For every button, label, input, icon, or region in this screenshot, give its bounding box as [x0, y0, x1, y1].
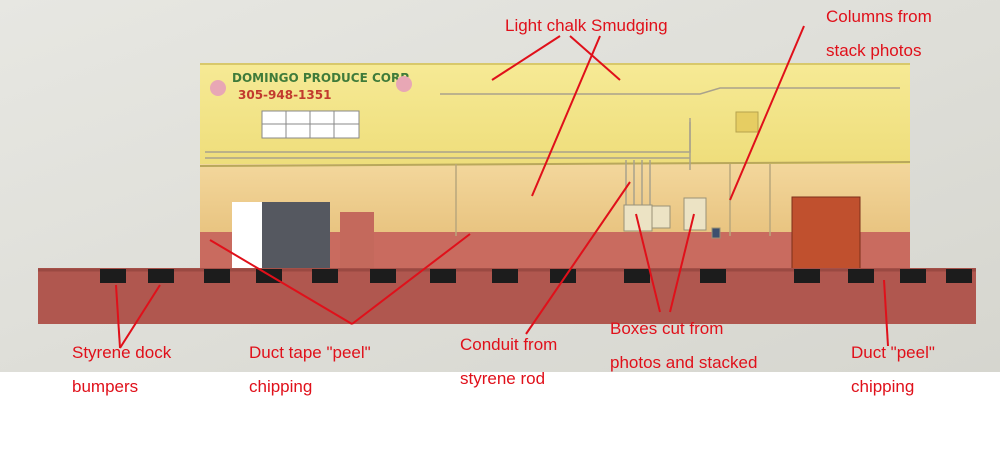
arrow-chalk-3: [569, 35, 621, 81]
flower-right: [396, 76, 412, 92]
dock-bumpers: [100, 269, 972, 283]
label-duct-peel: Duct "peel" chipping: [851, 336, 935, 404]
arrow-conduit: [525, 181, 631, 335]
label-line: Duct "peel": [851, 343, 935, 362]
arrow-chalk-2: [491, 35, 561, 81]
label-chalk-smudging: Light chalk Smudging: [505, 9, 668, 43]
label-line: styrene rod: [460, 369, 546, 388]
arrow-duct: [883, 279, 889, 347]
label-line: photos and stacked: [610, 353, 758, 372]
wall-trim: [199, 161, 911, 167]
label-line: Duct tape "peel": [249, 343, 371, 362]
wall-box: [735, 111, 759, 133]
arrow-bumpers-1: [115, 284, 121, 349]
sign-lettering: DOMINGO PRODUCE CORP: [232, 71, 409, 85]
label-line: bumpers: [72, 377, 139, 396]
arrow-boxes-1: [635, 213, 661, 313]
electrical-boxes: [623, 197, 721, 239]
arrow-boxes-2: [669, 213, 695, 313]
label-duct-tape-chipping: Duct tape "peel" chipping: [249, 336, 371, 404]
arrow-bumpers-2: [119, 284, 161, 349]
label-line: Boxes cut from: [610, 319, 724, 338]
window-strip: [261, 110, 360, 139]
label-line: chipping: [851, 377, 915, 396]
flower-left: [210, 80, 226, 96]
label-dock-bumpers: Styrene dock bumpers: [72, 336, 171, 404]
loading-door: [262, 202, 330, 270]
label-conduit: Conduit from styrene rod: [460, 328, 557, 396]
arrow-columns: [729, 25, 805, 201]
label-boxes: Boxes cut from photos and stacked: [610, 312, 757, 380]
label-line: Light chalk Smudging: [505, 16, 668, 35]
sign-phone: 305-948-1351: [238, 88, 331, 102]
label-line: stack photos: [826, 41, 922, 60]
label-line: Columns from: [826, 7, 932, 26]
roll-up-door: [791, 196, 861, 270]
arrow-chalk-1: [531, 35, 601, 197]
label-line: Styrene dock: [72, 343, 172, 362]
shop-sign: DOMINGO PRODUCE CORP 305-948-1351: [210, 71, 412, 102]
annotation-arrows: [115, 25, 889, 349]
arrow-ducttape-1: [209, 239, 353, 325]
conduit: [205, 87, 900, 205]
label-line: chipping: [249, 377, 313, 396]
label-columns: Columns from stack photos: [826, 0, 932, 68]
arrow-ducttape-2: [351, 233, 471, 325]
label-line: Conduit from: [460, 335, 558, 354]
wall-panel: [340, 212, 374, 270]
